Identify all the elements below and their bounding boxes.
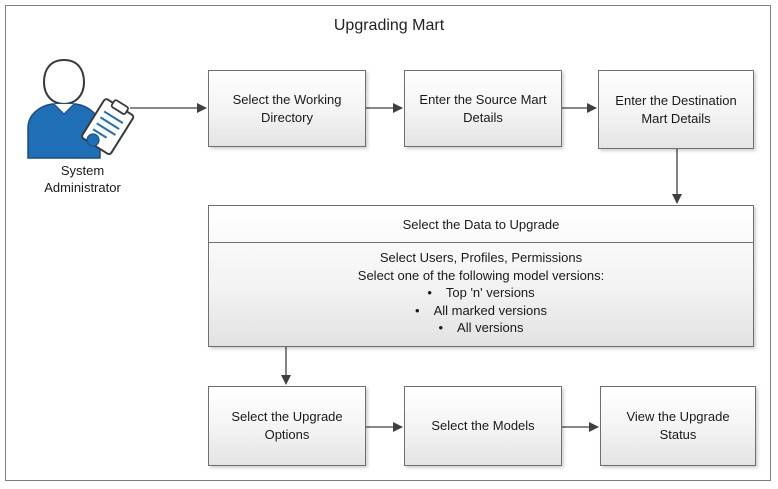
- step-enter-source-mart: Enter the Source Mart Details: [404, 70, 562, 147]
- data-box-body: Select Users, Profiles, Permissions Sele…: [209, 243, 753, 337]
- system-administrator-icon: [27, 58, 135, 159]
- step-view-upgrade-status: View the Upgrade Status: [600, 386, 756, 466]
- bullet-dot-icon: •: [427, 285, 432, 300]
- step-select-upgrade-options: Select the Upgrade Options: [208, 386, 366, 466]
- bullet-dot-icon: •: [438, 320, 444, 335]
- actor-label-line2: Administrator: [44, 180, 121, 195]
- step-enter-destination-mart: Enter the Destination Mart Details: [598, 70, 754, 149]
- diagram-title: Upgrading Mart: [333, 17, 445, 34]
- data-box-line2: Select one of the following model versio…: [357, 267, 605, 283]
- bullet-item: • Top 'n' versions: [209, 284, 753, 302]
- actor-label-line1: System: [60, 163, 105, 178]
- step-select-data-to-upgrade: Select the Data to Upgrade Select Users,…: [208, 205, 754, 347]
- bullet-text: Top 'n' versions: [445, 285, 535, 300]
- bullet-dot-icon: •: [415, 302, 420, 318]
- bullet-item: • All marked versions: [209, 302, 753, 320]
- data-box-line1: Select Users, Profiles, Permissions: [379, 250, 583, 265]
- bullet-item: • All versions: [209, 319, 753, 337]
- actor-label: System Administrator: [20, 162, 145, 196]
- bullet-text: All versions: [457, 320, 524, 335]
- step-select-models: Select the Models: [404, 386, 562, 466]
- bullet-text: All marked versions: [433, 302, 547, 318]
- data-box-header: Select the Data to Upgrade: [209, 206, 753, 243]
- step-select-working-directory: Select the Working Directory: [208, 70, 366, 147]
